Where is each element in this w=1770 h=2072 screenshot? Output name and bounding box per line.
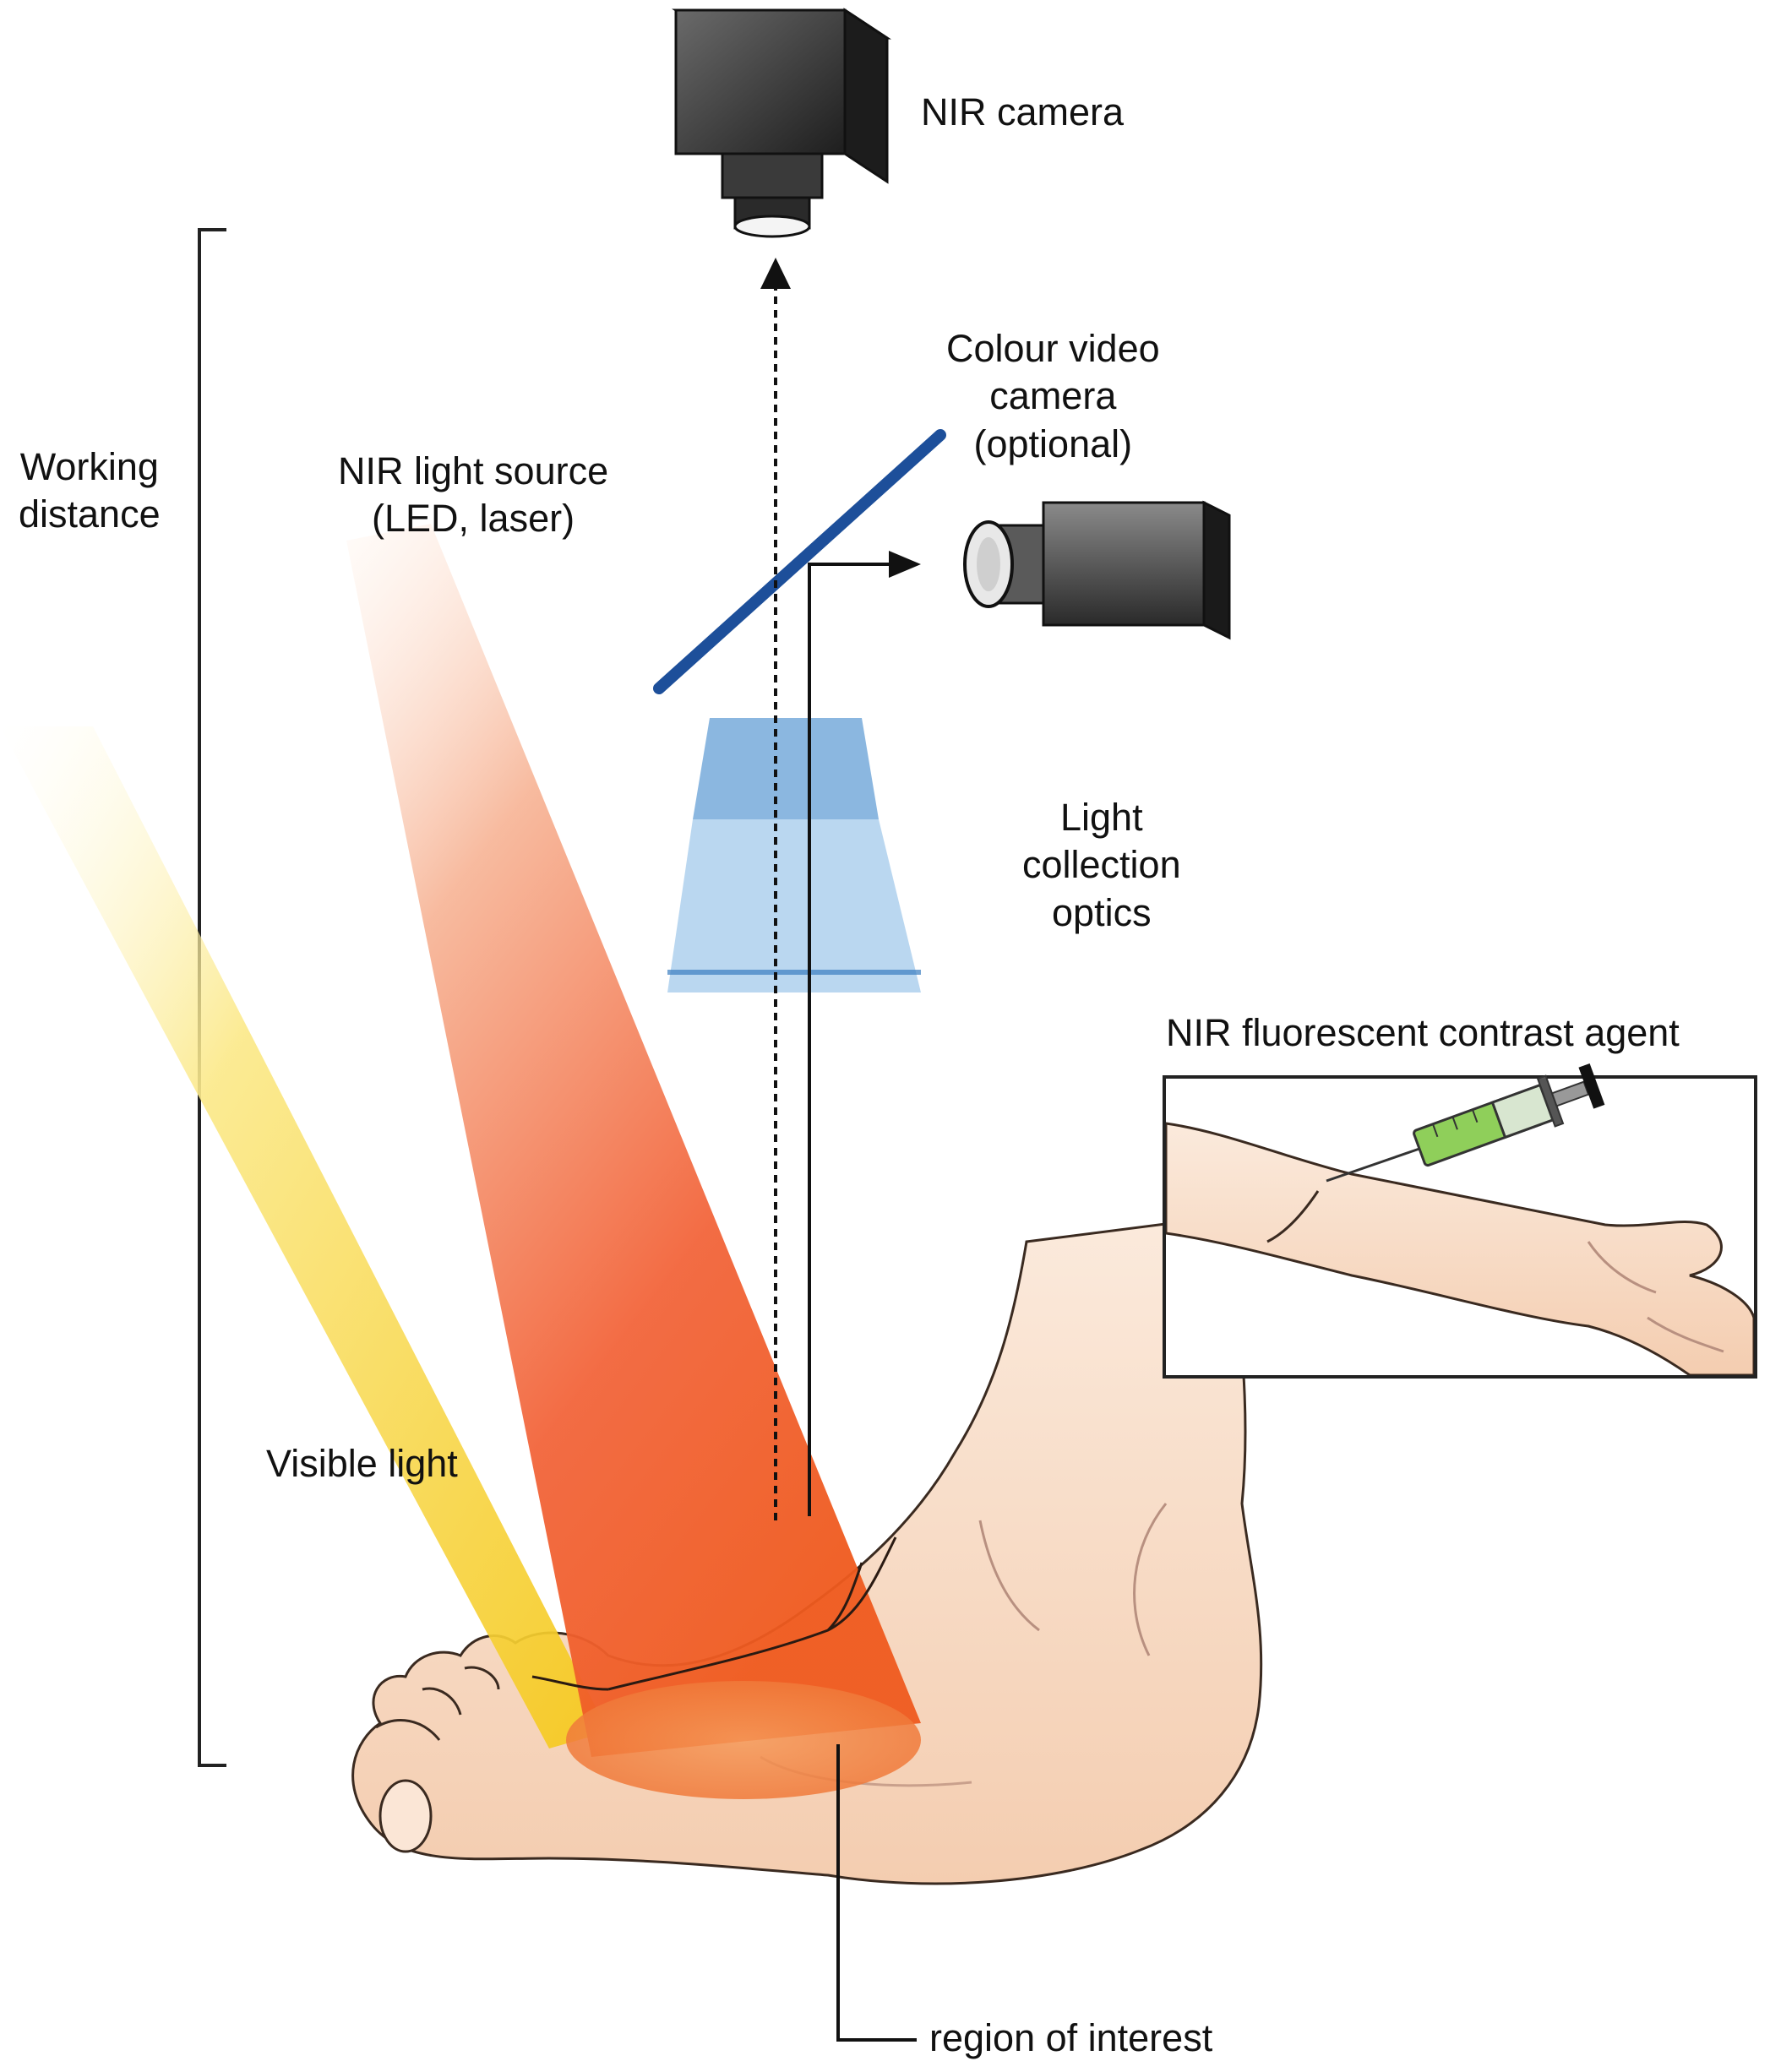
nir-light-beam	[346, 524, 921, 1757]
vessel-lines	[531, 1536, 897, 1691]
nir-signal-path	[760, 258, 791, 1520]
region-of-interest-spot	[566, 1681, 921, 1799]
visible-light-beam	[0, 726, 608, 1748]
label-nir-camera: NIR camera	[921, 90, 1125, 133]
label-region-of-interest: region of interest	[929, 2016, 1213, 2059]
label-nir-contrast-agent: NIR fluorescent contrast agent	[1166, 1011, 1680, 1054]
label-nir-light-source: NIR light source (LED, laser)	[338, 449, 609, 541]
label-colour-video-camera: Colour video camera (optional)	[946, 327, 1160, 465]
dichroic-mirror	[653, 429, 946, 694]
colour-signal-path	[808, 551, 921, 1516]
contrast-agent-inset	[1163, 1063, 1757, 1379]
label-light-collection-optics: Light collection optics	[1022, 796, 1181, 934]
colour-video-camera-icon	[963, 500, 1231, 640]
nir-camera-icon	[672, 8, 891, 238]
light-collection-optics	[667, 718, 921, 992]
label-visible-light: Visible light	[266, 1442, 458, 1485]
syringe-icon	[1326, 1063, 1605, 1183]
label-working-distance: Working distance	[19, 445, 161, 536]
region-of-interest-leader	[836, 1744, 917, 2042]
